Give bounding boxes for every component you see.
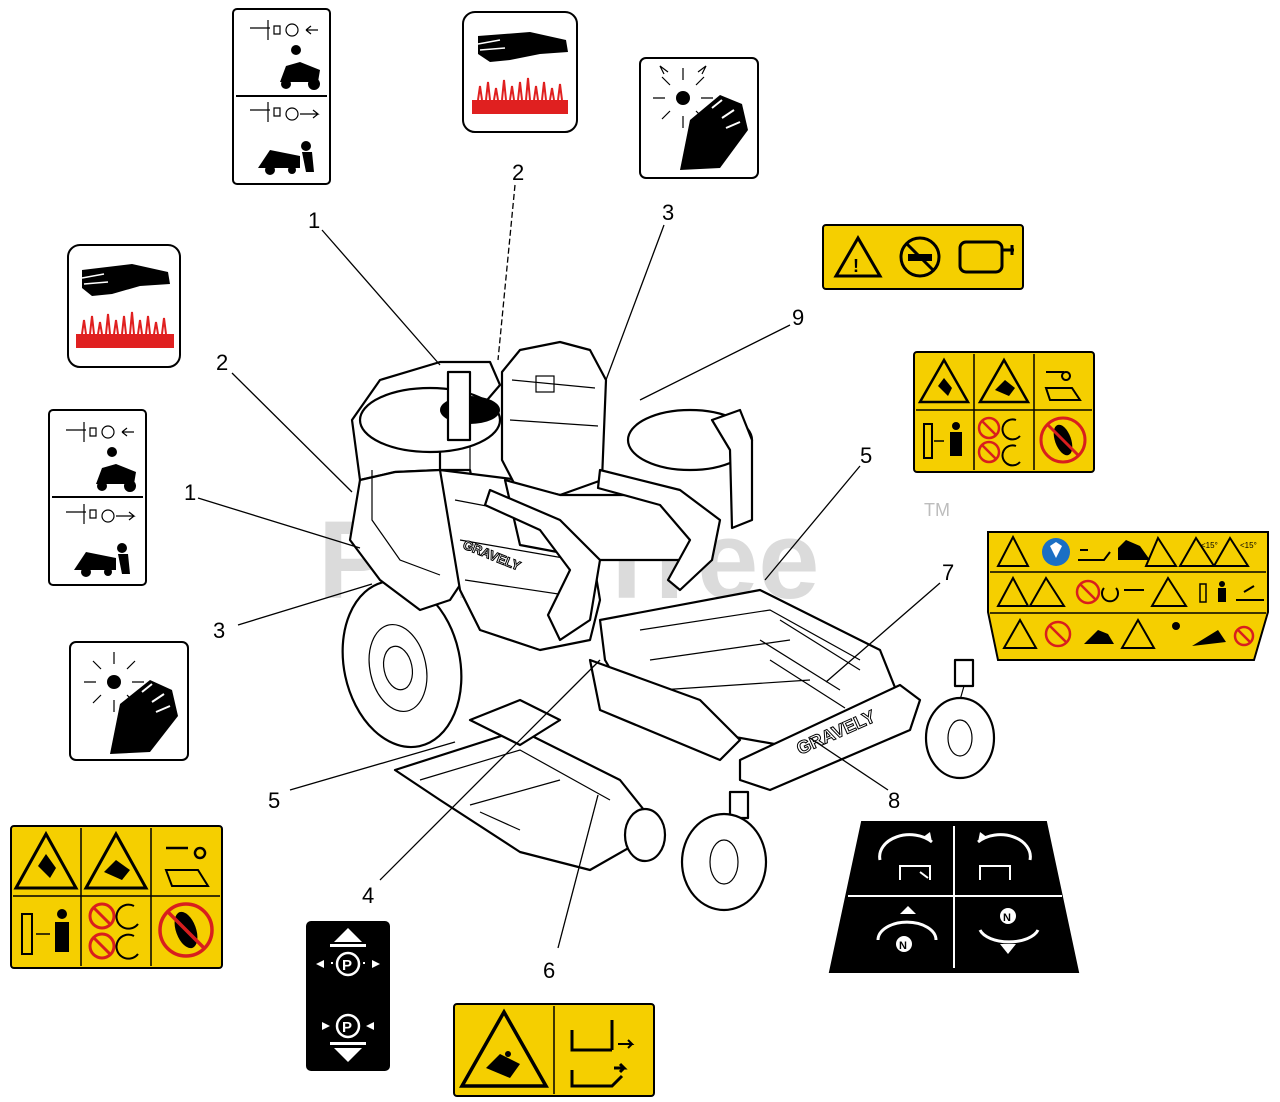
turn-right-icon bbox=[977, 832, 1032, 880]
no-passengers-icon bbox=[1044, 620, 1072, 648]
front-caster-right bbox=[924, 696, 996, 780]
seat-back bbox=[500, 340, 608, 497]
turn-left-icon bbox=[878, 832, 933, 880]
heat-icon bbox=[76, 311, 174, 348]
warning-triangle-icon bbox=[13, 830, 79, 890]
key-icon bbox=[166, 846, 207, 860]
hand-icon bbox=[110, 680, 178, 754]
rear-hub bbox=[368, 623, 428, 713]
park-icon bbox=[335, 1013, 361, 1039]
arrow-down-icon bbox=[334, 1048, 362, 1062]
mower-deck bbox=[393, 728, 662, 872]
mower-illustration: GRAVELY GRAVELY bbox=[341, 340, 996, 912]
warning-triangle-icon bbox=[917, 357, 971, 404]
decal-thrown-objects-left bbox=[69, 641, 189, 761]
callout-1-top: 1 bbox=[308, 208, 320, 233]
no-smoking-icon bbox=[899, 236, 941, 278]
warning-triangle-icon bbox=[83, 830, 149, 890]
callout-8: 8 bbox=[888, 788, 900, 813]
callout-3-left: 3 bbox=[213, 618, 225, 643]
warning-triangle-icon bbox=[977, 357, 1031, 404]
svg-text:N: N bbox=[1003, 912, 1011, 924]
deck-wheel bbox=[623, 807, 667, 863]
decal-thrown-objects-top bbox=[639, 57, 759, 179]
leader-lines bbox=[197, 184, 941, 949]
decal-fuel-warning: ! bbox=[822, 224, 1024, 290]
decal-deck-pinch bbox=[453, 1003, 655, 1097]
arrow-up-icon bbox=[334, 928, 362, 942]
svg-text:!: ! bbox=[853, 256, 859, 276]
warning-triangle-icon bbox=[458, 1008, 550, 1088]
callout-5-right: 5 bbox=[860, 443, 872, 468]
decal-lift-control-left bbox=[48, 409, 147, 586]
decal-steering-motion: N N bbox=[828, 821, 1080, 973]
svg-text:P: P bbox=[342, 957, 352, 974]
watermark-tm: TM bbox=[924, 500, 950, 520]
lap-bar-right bbox=[596, 468, 722, 592]
decal-hot-surface-left bbox=[67, 244, 181, 368]
person-distance-icon bbox=[21, 909, 69, 955]
no-hands-near-blades-icon bbox=[977, 416, 1021, 467]
person-distance-icon bbox=[923, 422, 962, 459]
no-feet-icon bbox=[1039, 416, 1087, 464]
heat-icon bbox=[472, 77, 568, 114]
decal-safety-6-panel-right bbox=[913, 351, 1095, 473]
decal-safety-6-panel-left bbox=[10, 825, 223, 969]
forward-icon: N bbox=[876, 906, 938, 952]
callout-7: 7 bbox=[942, 560, 954, 585]
callout-2-top: 2 bbox=[512, 160, 524, 185]
decal-lift-control-top bbox=[232, 8, 331, 185]
callouts: 1 2 3 9 2 1 5 7 3 5 8 4 6 bbox=[184, 160, 954, 983]
decal-park-brake: P P bbox=[306, 921, 390, 1071]
front-caster-left bbox=[680, 812, 768, 912]
warning-triangle-icon bbox=[833, 235, 883, 278]
svg-text:N: N bbox=[899, 940, 907, 952]
callout-9: 9 bbox=[792, 305, 804, 330]
svg-text:<15°: <15° bbox=[1201, 541, 1218, 550]
callout-1-left: 1 bbox=[184, 480, 196, 505]
fuel-tank-icon bbox=[958, 240, 1014, 274]
warning-triangle-icon bbox=[996, 534, 1030, 567]
callout-2-left: 2 bbox=[216, 350, 228, 375]
park-icon bbox=[335, 951, 361, 977]
warning-triangle-icon bbox=[996, 575, 1030, 607]
front-bumper bbox=[738, 683, 922, 792]
warning-triangle-icon bbox=[1002, 617, 1038, 649]
svg-text:<15°: <15° bbox=[1240, 541, 1257, 550]
no-feet-icon bbox=[158, 902, 214, 958]
impact-icon bbox=[107, 675, 121, 689]
lap-bar-left bbox=[483, 488, 602, 642]
svg-text:P: P bbox=[342, 1019, 352, 1036]
hand-icon bbox=[82, 264, 170, 296]
rops-bar-left bbox=[446, 370, 472, 442]
rops-bar-right bbox=[710, 408, 754, 530]
neutral-icon: N bbox=[978, 908, 1040, 954]
no-hands-icon bbox=[1075, 579, 1101, 605]
callout-6: 6 bbox=[543, 958, 555, 983]
no-hands-near-blades-icon bbox=[88, 902, 139, 960]
decal-hot-surface-top bbox=[462, 11, 578, 133]
hand-icon bbox=[680, 95, 748, 170]
decal-safety-main: <15° <15° bbox=[987, 531, 1269, 661]
hand-icon bbox=[478, 32, 568, 62]
callout-5-left: 5 bbox=[268, 788, 280, 813]
key-icon bbox=[1046, 371, 1071, 381]
callout-4: 4 bbox=[362, 883, 374, 908]
no-children-icon bbox=[1233, 625, 1255, 647]
callout-3-top: 3 bbox=[662, 200, 674, 225]
impact-icon bbox=[676, 91, 690, 105]
